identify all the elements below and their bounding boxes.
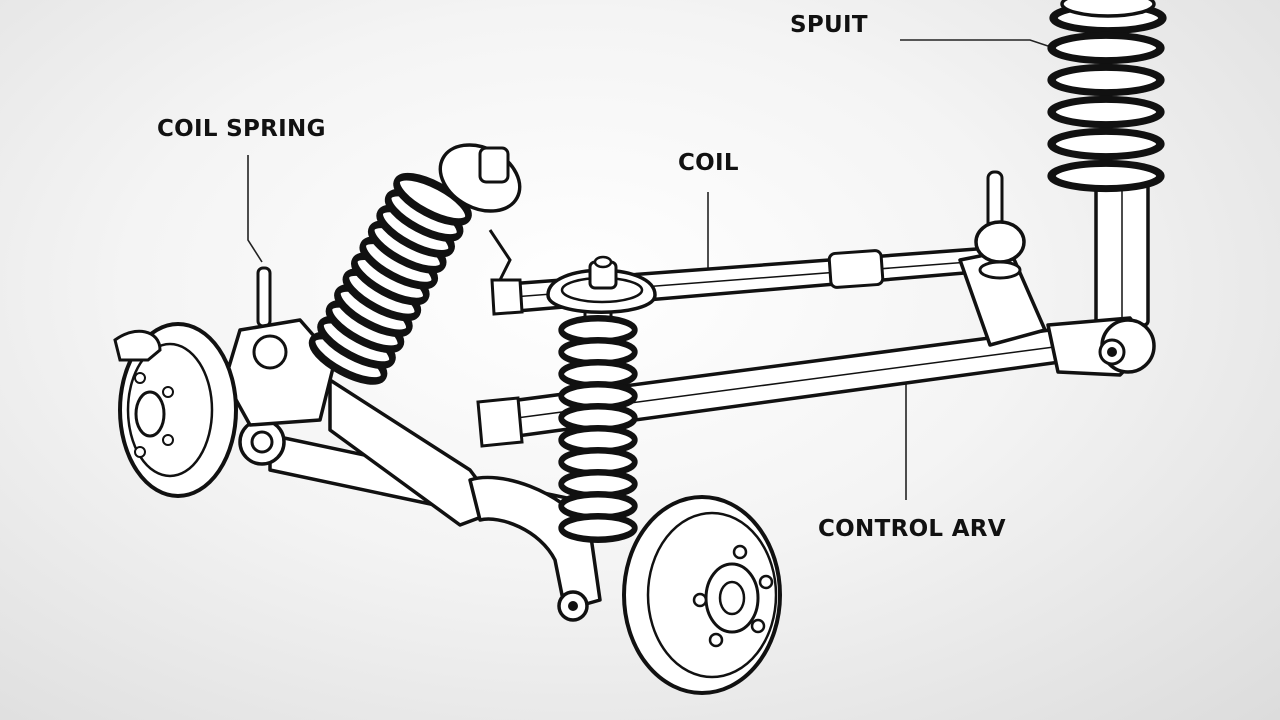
brake-disc-right — [622, 495, 782, 695]
coil-spring-center — [546, 255, 657, 540]
coil-spring-left — [306, 168, 475, 390]
leader-line-coil-spring — [247, 155, 263, 263]
label-coil: COIL — [678, 150, 739, 176]
arm-clamp — [827, 249, 885, 289]
strut-assembly-right — [1046, 0, 1162, 377]
brake-disc-left — [113, 322, 238, 498]
ball-joint — [974, 170, 1026, 280]
label-coil-spring: COIL SPRING — [157, 116, 326, 142]
spring-top-mount-left — [438, 143, 522, 281]
steering-knuckle — [223, 266, 337, 427]
label-control-arm: CONTROL ARV — [818, 516, 1006, 542]
label-spuit: SPUIT — [790, 12, 868, 38]
